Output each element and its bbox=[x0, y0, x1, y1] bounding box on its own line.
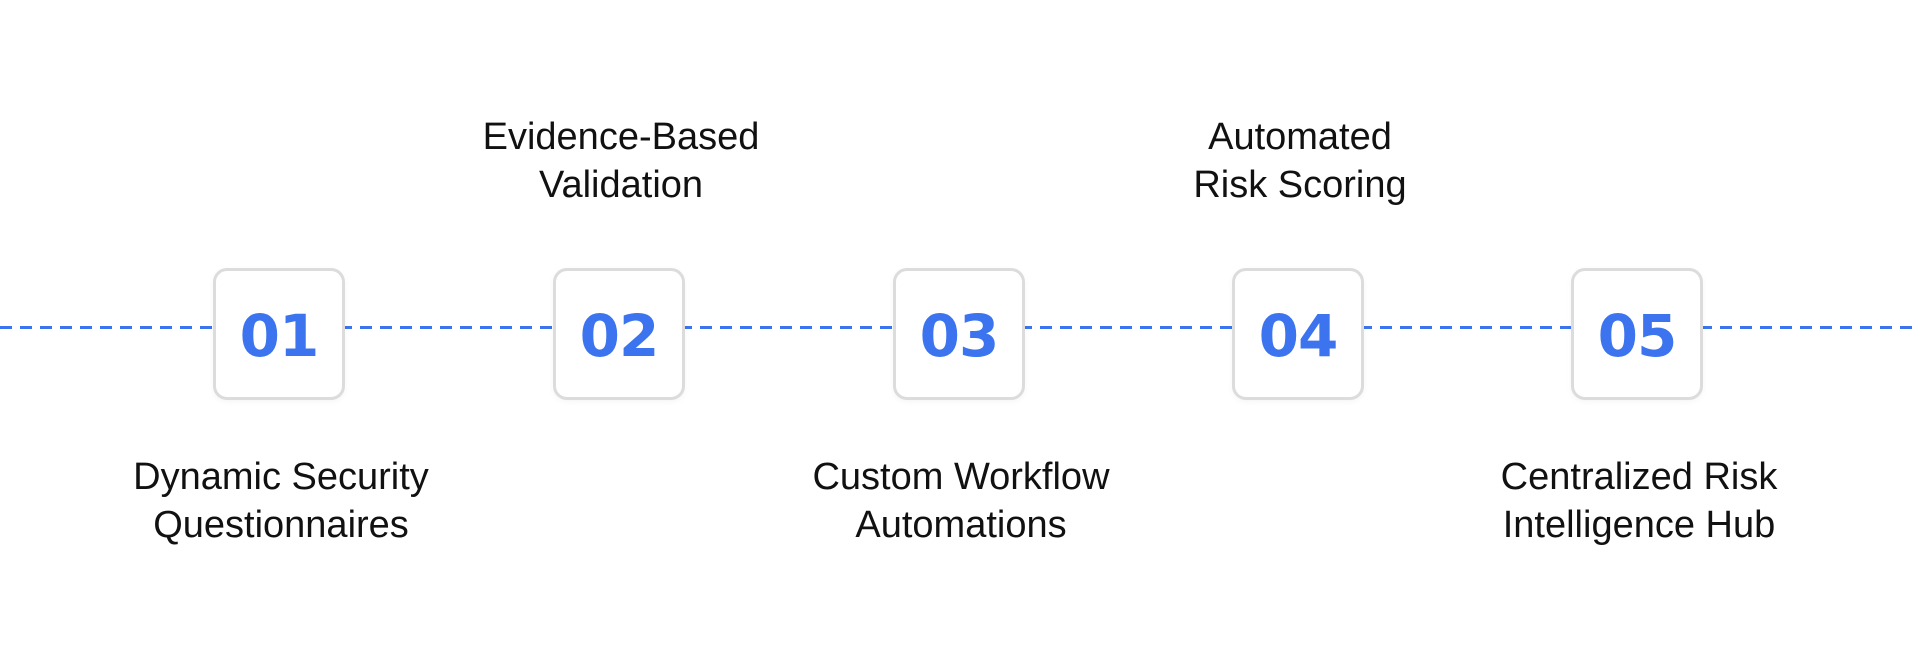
step-label-line: Automated bbox=[1208, 116, 1392, 158]
step-number-box: 05 bbox=[1571, 268, 1703, 400]
step-label: Custom Workflow Automations bbox=[751, 453, 1171, 549]
step-4: Automated Risk Scoring 04 bbox=[1090, 0, 1510, 659]
step-label-line: Questionnaires bbox=[153, 504, 409, 546]
step-5: 05 Centralized Risk Intelligence Hub bbox=[1429, 0, 1849, 659]
step-number: 02 bbox=[579, 302, 660, 370]
step-number: 05 bbox=[1597, 302, 1678, 370]
step-label-line: Automations bbox=[855, 504, 1067, 546]
step-label: Automated Risk Scoring bbox=[1090, 113, 1510, 209]
step-label-line: Evidence-Based bbox=[482, 116, 760, 158]
step-label: Evidence-Based Validation bbox=[411, 113, 831, 209]
step-label-line: Risk Scoring bbox=[1193, 164, 1407, 206]
step-label: Centralized Risk Intelligence Hub bbox=[1429, 453, 1849, 549]
step-number-box: 03 bbox=[893, 268, 1025, 400]
step-2: Evidence-Based Validation 02 bbox=[411, 0, 831, 659]
step-number-box: 02 bbox=[553, 268, 685, 400]
step-label: Dynamic Security Questionnaires bbox=[71, 453, 491, 549]
step-number-box: 01 bbox=[213, 268, 345, 400]
step-label-line: Intelligence Hub bbox=[1502, 504, 1776, 546]
step-label-line: Validation bbox=[538, 164, 704, 206]
step-number: 03 bbox=[919, 302, 1000, 370]
step-label-line: Dynamic Security bbox=[133, 456, 429, 498]
step-label-line: Centralized Risk bbox=[1500, 456, 1778, 498]
step-number-box: 04 bbox=[1232, 268, 1364, 400]
step-number: 04 bbox=[1258, 302, 1339, 370]
step-label-line: Custom Workflow bbox=[812, 456, 1110, 498]
step-1: 01 Dynamic Security Questionnaires bbox=[71, 0, 491, 659]
step-number: 01 bbox=[239, 302, 320, 370]
step-3: 03 Custom Workflow Automations bbox=[751, 0, 1171, 659]
